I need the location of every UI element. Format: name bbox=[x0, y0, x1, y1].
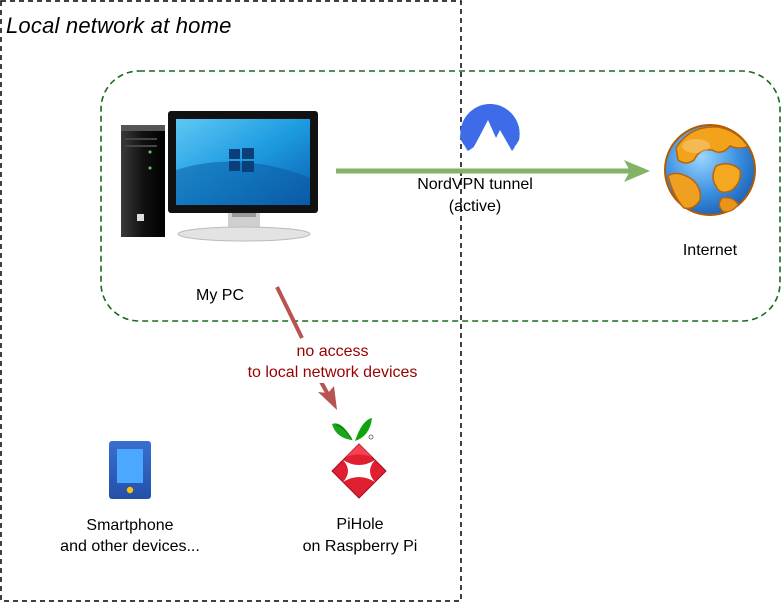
no-access-arrow bbox=[275, 286, 337, 410]
pihole-logo-icon[interactable] bbox=[331, 418, 387, 499]
internet-label: Internet bbox=[682, 242, 738, 259]
nordvpn-logo-icon bbox=[460, 104, 520, 152]
smartphone-label-line1: Smartphone bbox=[86, 517, 174, 534]
pc-label: My PC bbox=[196, 287, 244, 304]
smartphone-icon[interactable] bbox=[109, 441, 151, 499]
vpn-label-line2: (active) bbox=[448, 198, 502, 215]
smartphone-label-line2: and other devices... bbox=[60, 538, 200, 555]
vpn-zone-boundary bbox=[100, 70, 781, 322]
desktop-pc-icon[interactable] bbox=[121, 111, 318, 242]
no-access-label-line1: no access bbox=[225, 341, 440, 362]
vpn-tunnel-arrow bbox=[336, 160, 650, 182]
pihole-label-line1: PiHole bbox=[336, 516, 384, 533]
pihole-label-line2: on Raspberry Pi bbox=[302, 538, 418, 555]
vpn-label-line1: NordVPN tunnel bbox=[417, 176, 533, 193]
globe-icon[interactable] bbox=[664, 124, 756, 216]
local-network-title: Local network at home bbox=[6, 13, 232, 38]
no-access-label-line2: to local network devices bbox=[225, 362, 440, 383]
local-network-boundary bbox=[0, 0, 462, 602]
